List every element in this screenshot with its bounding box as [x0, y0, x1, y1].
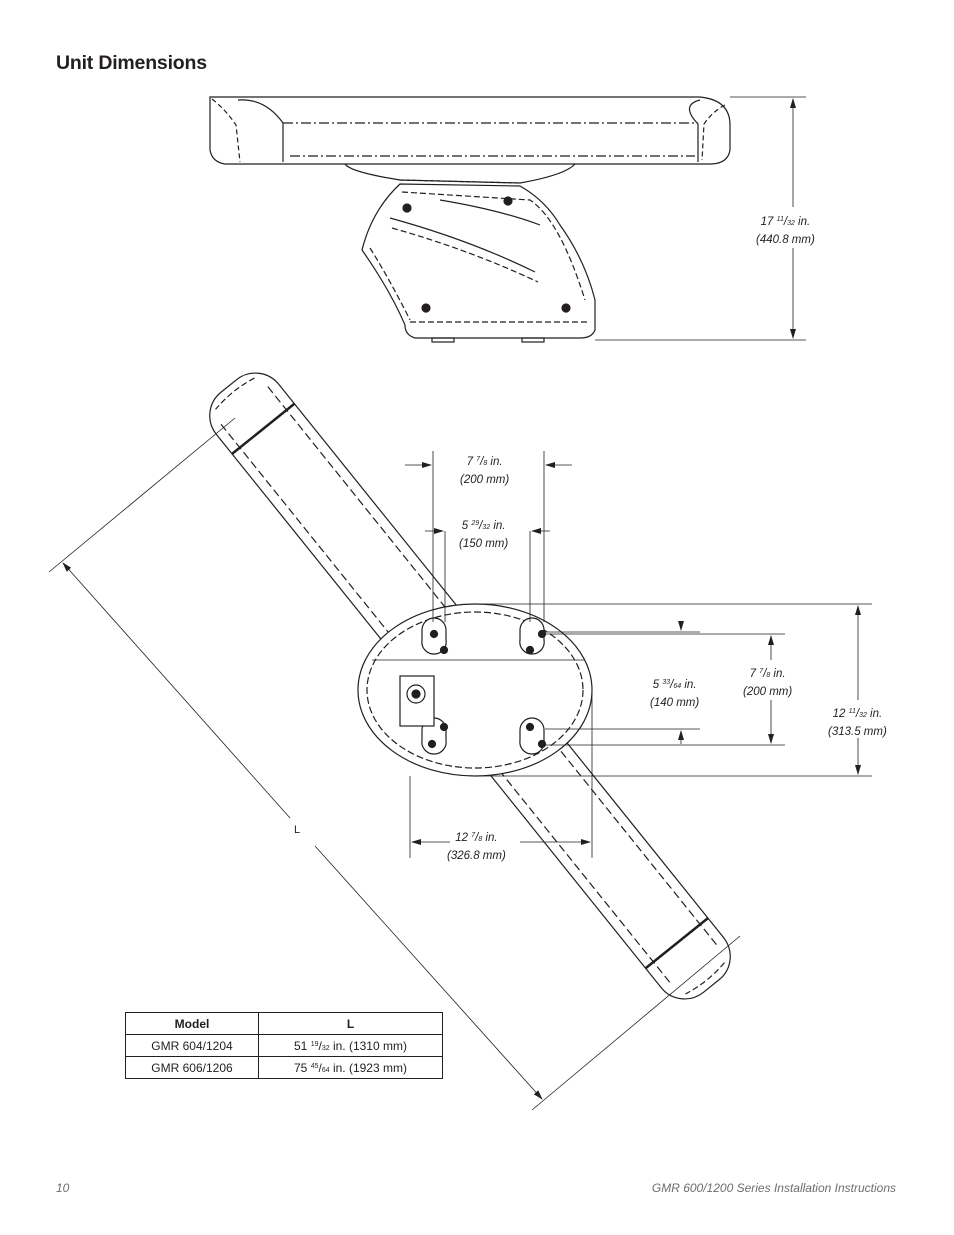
base-depth-label: 12 11/32 in. (313.5 mm)	[828, 708, 887, 738]
bolt-outer-width-label: 7 7/8 in. (200 mm)	[460, 456, 510, 486]
page-number: 10	[56, 1181, 70, 1195]
bolt-outer-depth-label: 7 7/8 in. (200 mm)	[743, 668, 793, 698]
page-title: Unit Dimensions	[56, 52, 207, 74]
table-cell-model: GMR 606/1206	[125, 1056, 259, 1079]
table-header-length: L	[257, 1012, 444, 1035]
bolt-inner-width-label: 5 29/32 in. (150 mm)	[459, 520, 509, 550]
table-row: GMR 604/1204 51 19/32 in. (1310 mm)	[125, 1034, 444, 1057]
model-length-table: Model L GMR 604/1204 51 19/32 in. (1310 …	[125, 1012, 444, 1079]
table-header-model: Model	[125, 1012, 259, 1035]
base-width-label: 12 7/8 in. (326.8 mm)	[447, 832, 506, 862]
overall-length-label: L	[294, 824, 301, 836]
bolt-inner-depth-label: 5 33/64 in. (140 mm)	[650, 679, 700, 709]
table-row: GMR 606/1206 75 45/64 in. (1923 mm)	[125, 1056, 444, 1079]
table-cell-length: 75 45/64 in. (1923 mm)	[257, 1056, 444, 1079]
height-dimension-label: 17 11/32 in. (440.8 mm)	[756, 216, 815, 246]
table-header-row: Model L	[125, 1012, 444, 1035]
document-title: GMR 600/1200 Series Installation Instruc…	[651, 1181, 896, 1195]
table-cell-length: 51 19/32 in. (1310 mm)	[257, 1034, 444, 1057]
side-view	[209, 96, 806, 343]
top-view	[48, 372, 872, 1111]
table-cell-model: GMR 604/1204	[125, 1034, 259, 1057]
